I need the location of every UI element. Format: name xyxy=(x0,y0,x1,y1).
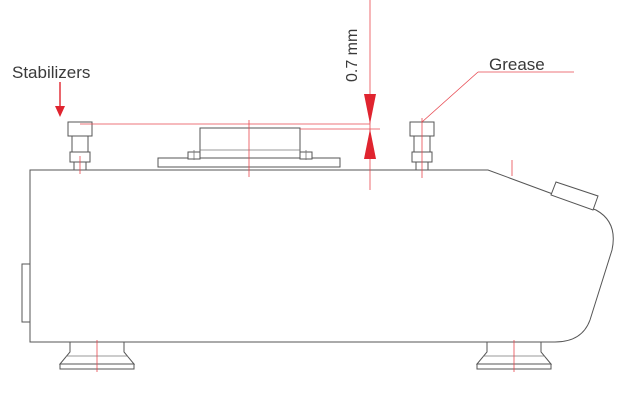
top-right-tab xyxy=(550,181,599,211)
switch-housing xyxy=(199,127,301,159)
gap-arrow-down xyxy=(364,94,376,124)
label-stabilizers: Stabilizers xyxy=(12,63,90,82)
label-grease: Grease xyxy=(489,55,545,74)
stabilizer-pointer-arrow xyxy=(55,106,65,117)
case-body xyxy=(29,169,614,343)
plate-screw-right xyxy=(299,150,313,160)
gap-arrow-up xyxy=(364,129,376,159)
side-connector xyxy=(21,263,31,323)
plate-screw-left xyxy=(187,150,201,160)
label-gap: 0.7 mm xyxy=(344,29,361,82)
